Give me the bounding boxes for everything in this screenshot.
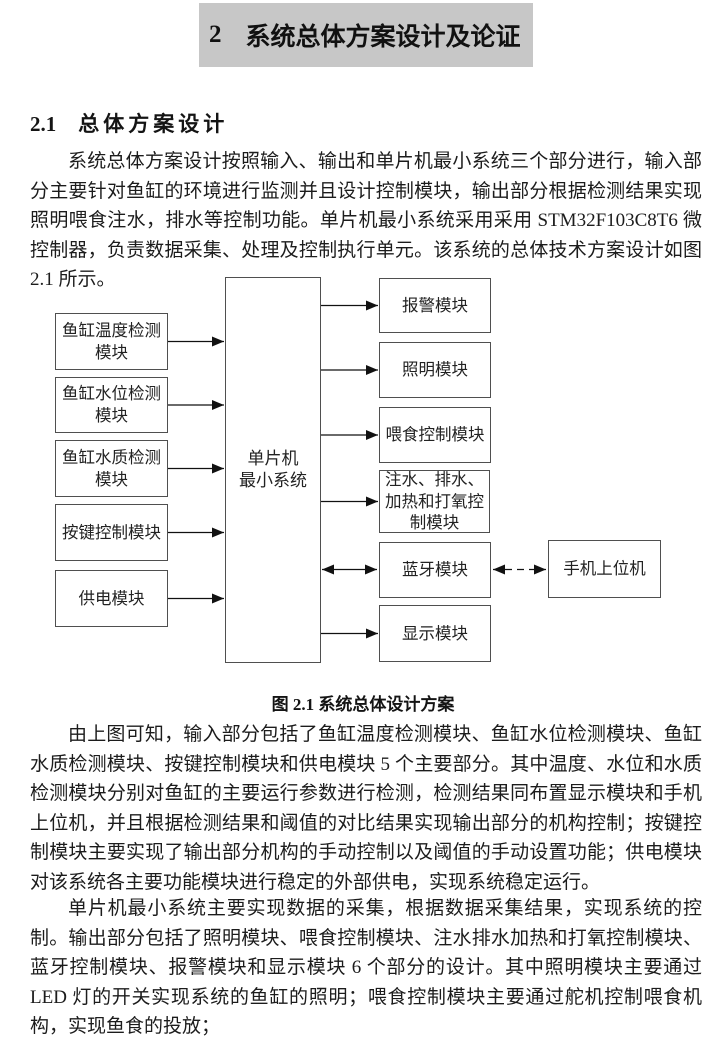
diagram-box-feeding-control: 喂食控制模块 xyxy=(379,407,491,463)
figure-caption: 图 2.1 系统总体设计方案 xyxy=(271,695,455,714)
diagram-box-phone-host: 手机上位机 xyxy=(548,540,661,598)
box-label: 供电模块 xyxy=(78,588,145,608)
box-label: 照明模块 xyxy=(402,360,468,380)
diagram-box-mcu-min-system: 单片机 最小系统 xyxy=(225,277,321,663)
chapter-title: 2 系统总体方案设计及论证 xyxy=(199,3,533,67)
figure-diagram: 鱼缸温度检测 模块 鱼缸水位检测 模块 鱼缸水质检测 模块 按键控制模块 供电模… xyxy=(0,277,726,667)
box-label: 喂食控制模块 xyxy=(385,425,485,445)
diagram-box-water-level-detect: 鱼缸水位检测 模块 xyxy=(55,377,168,433)
diagram-box-power-supply: 供电模块 xyxy=(55,570,168,627)
diagram-box-water-heat-oxygen-control: 注水、排水、 加热和打氧控 制模块 xyxy=(379,470,490,533)
section-title-text: 总体方案设计 xyxy=(78,112,229,136)
paragraph-3: 单片机最小系统主要实现数据的采集，根据数据采集结果，实现系统的控制。输出部分包括… xyxy=(30,898,702,1038)
box-label: 注水、排水、 加热和打氧控 制模块 xyxy=(385,469,484,533)
box-label: 蓝牙模块 xyxy=(402,560,468,580)
box-label: 鱼缸水位检测 模块 xyxy=(62,384,161,425)
diagram-box-alarm: 报警模块 xyxy=(379,278,491,333)
box-label: 显示模块 xyxy=(402,623,468,643)
paragraph-1: 系统总体方案设计按照输入、输出和单片机最小系统三个部分进行，输入部分主要针对鱼缸… xyxy=(30,151,702,291)
section-number: 2.1 xyxy=(30,112,57,136)
box-label: 手机上位机 xyxy=(563,559,646,579)
diagram-box-key-control: 按键控制模块 xyxy=(55,504,168,561)
diagram-box-display: 显示模块 xyxy=(379,605,491,662)
diagram-box-bluetooth: 蓝牙模块 xyxy=(379,542,491,598)
diagram-box-fishtank-temp-detect: 鱼缸温度检测 模块 xyxy=(55,313,168,370)
diagram-box-water-quality-detect: 鱼缸水质检测 模块 xyxy=(55,440,168,497)
box-label: 报警模块 xyxy=(402,295,468,315)
paragraph-2: 由上图可知，输入部分包括了鱼缸温度检测模块、鱼缸水位检测模块、鱼缸水质检测模块、… xyxy=(30,724,702,893)
section-heading: 2.1 总体方案设计 xyxy=(30,108,228,138)
box-label: 按键控制模块 xyxy=(62,522,161,542)
box-label: 单片机 最小系统 xyxy=(239,448,307,490)
box-label: 鱼缸水质检测 模块 xyxy=(62,447,161,489)
box-label: 鱼缸温度检测 模块 xyxy=(62,320,161,362)
diagram-box-lighting: 照明模块 xyxy=(379,342,491,398)
chapter-title-text: 系统总体方案设计及论证 xyxy=(245,24,521,51)
chapter-number: 2 xyxy=(209,21,222,48)
